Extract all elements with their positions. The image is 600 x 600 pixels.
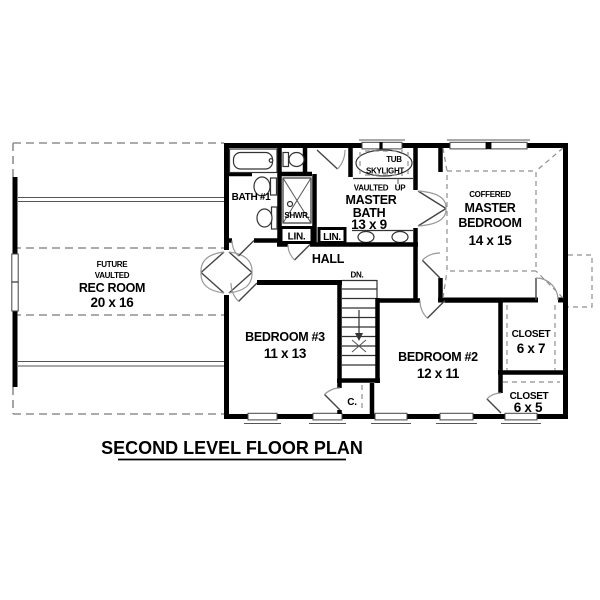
double-door-leaves-rec-side bbox=[200, 251, 225, 294]
toilet-tank bbox=[269, 177, 278, 196]
bathtub-faucet bbox=[268, 158, 274, 163]
stair-arrow-head bbox=[355, 333, 363, 341]
title-block: SECOND LEVEL FLOOR PLAN bbox=[101, 438, 363, 461]
closet-6x5-size: 6 x 5 bbox=[514, 400, 543, 415]
window bbox=[504, 412, 538, 421]
window bbox=[449, 141, 487, 150]
closet-c: C. bbox=[324, 383, 375, 416]
toilet-tank bbox=[282, 151, 290, 168]
vanity-sink bbox=[391, 230, 409, 244]
door-arc bbox=[324, 387, 341, 395]
door-leaf bbox=[324, 394, 341, 411]
double-door-leaves bbox=[417, 190, 447, 227]
master-bedroom: COFFERED MASTER BEDROOM 14 x 15 bbox=[421, 147, 568, 303]
master-bath-size: 13 x 9 bbox=[351, 217, 387, 232]
skylight-outline bbox=[359, 150, 409, 176]
bedroom2-size: 12 x 11 bbox=[417, 366, 460, 381]
bedroom-2: BEDROOM #2 12 x 11 bbox=[375, 298, 503, 383]
door-arc bbox=[419, 300, 428, 319]
door-arc bbox=[337, 149, 346, 170]
door-arc bbox=[535, 277, 559, 301]
double-door-leaves-hall-side bbox=[228, 251, 253, 294]
coffered-ceiling-diagonals bbox=[442, 147, 564, 299]
bath-1: BATH #1 bbox=[224, 148, 282, 257]
door-arc bbox=[231, 240, 239, 257]
tub-label: TUB bbox=[386, 155, 402, 164]
rec-room-label-3: REC ROOM bbox=[79, 281, 145, 295]
vaulted-label: VAULTED bbox=[354, 184, 389, 193]
bedroom2-label: BEDROOM #2 bbox=[398, 350, 478, 364]
master-bedroom-label-2: MASTER bbox=[465, 201, 516, 215]
linen1-label: LIN. bbox=[288, 232, 306, 243]
door-arc bbox=[230, 282, 240, 302]
closet-c-label: C. bbox=[347, 397, 357, 408]
shower-drain bbox=[286, 200, 294, 208]
up-label: UP bbox=[395, 184, 406, 193]
coffered-ceiling-tray bbox=[446, 170, 537, 272]
bedroom3-size: 11 x 13 bbox=[264, 346, 307, 361]
bedroom3-label: BEDROOM #3 bbox=[245, 330, 325, 344]
linen2-label: LIN. bbox=[323, 232, 341, 243]
window bbox=[374, 412, 408, 421]
closet-6x7-label: CLOSET bbox=[512, 329, 551, 340]
shower-cross bbox=[282, 177, 312, 224]
chimney-outline bbox=[568, 254, 593, 308]
window bbox=[312, 412, 343, 421]
bathtub-basin bbox=[232, 151, 274, 170]
window bbox=[439, 412, 474, 421]
master-bedroom-label-1: COFFERED bbox=[469, 190, 511, 199]
hall-label: HALL bbox=[312, 252, 345, 266]
closet-6x5: CLOSET 6 x 5 bbox=[486, 375, 560, 415]
page-title: SECOND LEVEL FLOOR PLAN bbox=[101, 438, 363, 458]
door-arc bbox=[228, 251, 253, 294]
window-mullion bbox=[379, 142, 383, 150]
door-leaf bbox=[421, 259, 441, 279]
window-mullion bbox=[485, 142, 492, 150]
exterior-walls bbox=[224, 139, 593, 424]
master-bedroom-size: 14 x 15 bbox=[469, 233, 513, 248]
stair-break-mark bbox=[351, 339, 367, 353]
master-bath-label-2: BATH bbox=[353, 206, 386, 220]
toilet-shower-compartments: SHWR. LIN. LIN. bbox=[277, 148, 350, 261]
bath1-label: BATH #1 bbox=[232, 192, 272, 203]
door-arc bbox=[486, 392, 502, 400]
door-arc bbox=[421, 252, 441, 261]
stairs-dn-label: DN. bbox=[351, 271, 364, 280]
shower-label: SHWR. bbox=[284, 211, 309, 220]
bedroom-3: BEDROOM #3 11 x 13 bbox=[230, 280, 342, 361]
master-bath: TUB SKYLIGHT VAULTED UP MASTER BATH 13 x… bbox=[346, 148, 447, 300]
window bbox=[381, 141, 403, 150]
door-arc bbox=[200, 251, 225, 294]
linen-closet-1 bbox=[279, 226, 314, 244]
door-arc bbox=[417, 190, 447, 227]
rec-room: FUTURE VAULTED REC ROOM 20 x 16 bbox=[11, 142, 253, 415]
door-leaf bbox=[237, 240, 255, 257]
master-bedroom-label-3: BEDROOM bbox=[458, 216, 521, 230]
shower-pan bbox=[282, 177, 312, 224]
door-leaf bbox=[486, 398, 502, 414]
closet-6x7-size: 6 x 7 bbox=[517, 341, 546, 356]
window bbox=[247, 412, 278, 421]
door-leaf bbox=[294, 244, 311, 261]
closet-6x7: CLOSET 6 x 7 bbox=[498, 300, 568, 375]
door-leaf bbox=[238, 282, 258, 302]
skylight-label: SKYLIGHT bbox=[366, 167, 404, 176]
closet-6x5-label: CLOSET bbox=[510, 391, 549, 402]
master-bath-label-1: MASTER bbox=[346, 193, 397, 207]
door-leaf bbox=[316, 149, 338, 170]
rec-room-label-1: FUTURE bbox=[97, 260, 129, 269]
toilet-bowl bbox=[288, 151, 305, 168]
toilet-bowl bbox=[253, 176, 271, 197]
door-leaf bbox=[426, 300, 446, 319]
rec-room-label-2: VAULTED bbox=[95, 271, 130, 280]
window bbox=[490, 141, 528, 150]
garden-tub bbox=[355, 149, 413, 177]
sink-bowl bbox=[256, 208, 273, 228]
window bbox=[361, 141, 381, 150]
door-arc bbox=[287, 244, 295, 261]
rec-room-size: 20 x 16 bbox=[91, 295, 135, 310]
vanity-sink bbox=[357, 230, 375, 244]
